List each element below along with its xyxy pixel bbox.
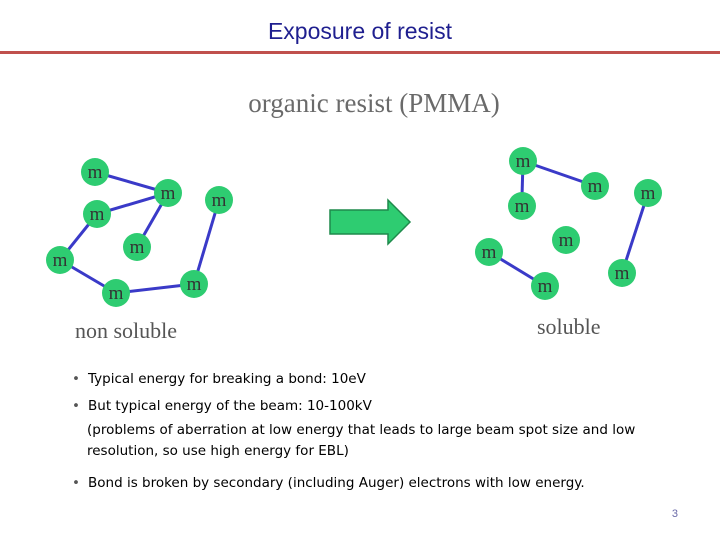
monomer-node: m [508, 192, 536, 220]
svg-text:m: m [161, 183, 176, 204]
monomer-node: m [531, 272, 559, 300]
exposure-arrow [329, 198, 412, 246]
monomer-node: m [123, 233, 151, 261]
bond [620, 192, 650, 274]
monomer-node: m [46, 246, 74, 274]
bullet-item: • Typical energy for breaking a bond: 10… [70, 370, 710, 389]
svg-text:m: m [588, 176, 603, 197]
bullet-list: • Typical energy for breaking a bond: 10… [70, 370, 710, 501]
bullet-text: Bond is broken by secondary (including A… [88, 475, 585, 491]
monomer-node: m [581, 172, 609, 200]
label-soluble: soluble [537, 314, 601, 339]
bullet-dot: • [72, 371, 80, 387]
svg-text:m: m [538, 276, 553, 297]
monomer-node: m [475, 238, 503, 266]
bullet-dot: • [72, 475, 80, 491]
non-soluble-monomers: m m m m m m m m [46, 158, 233, 307]
bullet-dot: • [72, 398, 80, 414]
svg-text:m: m [88, 162, 103, 183]
bullet-item: • But typical energy of the beam: 10-100… [70, 397, 710, 416]
bullet-text: But typical energy of the beam: 10-100kV [88, 398, 372, 414]
svg-text:m: m [641, 183, 656, 204]
monomer-node: m [180, 270, 208, 298]
bond [192, 199, 221, 285]
bullet-text: Typical energy for breaking a bond: 10eV [88, 371, 366, 387]
page-number: 3 [671, 508, 678, 520]
svg-text:m: m [482, 242, 497, 263]
svg-text:m: m [53, 250, 68, 271]
title-underline [0, 51, 720, 54]
bullet-continuation: (problems of aberration at low energy th… [87, 422, 636, 459]
svg-text:m: m [109, 283, 124, 304]
svg-text:m: m [615, 263, 630, 284]
diagram-heading: organic resist (PMMA) [248, 88, 500, 118]
monomer-node: m [81, 158, 109, 186]
monomer-node: m [154, 179, 182, 207]
monomer-node: m [102, 279, 130, 307]
soluble-monomers: m m m m m m m m [475, 147, 662, 300]
monomer-node: m [634, 179, 662, 207]
monomer-node: m [205, 186, 233, 214]
slide-title: Exposure of resist [267, 18, 453, 44]
svg-text:m: m [130, 237, 145, 258]
monomer-node: m [83, 200, 111, 228]
svg-text:m: m [559, 230, 574, 251]
svg-text:m: m [187, 274, 202, 295]
svg-text:m: m [90, 204, 105, 225]
monomer-node: m [608, 259, 636, 287]
svg-text:m: m [515, 196, 530, 217]
svg-text:m: m [516, 151, 531, 172]
svg-text:m: m [212, 190, 227, 211]
monomer-node: m [509, 147, 537, 175]
bullet-item: • Bond is broken by secondary (including… [70, 474, 710, 493]
label-non-soluble: non soluble [75, 318, 178, 343]
monomer-node: m [552, 226, 580, 254]
